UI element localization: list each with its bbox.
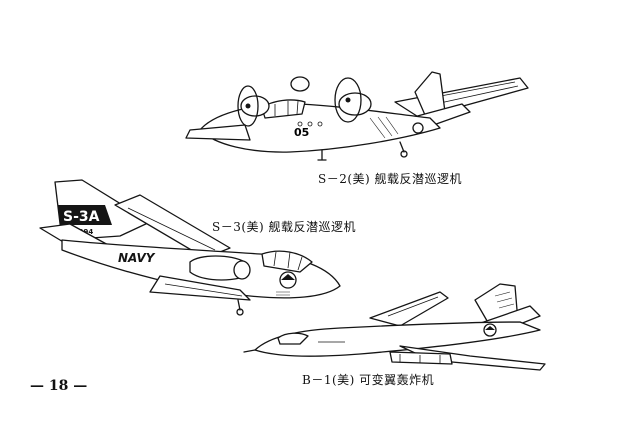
page-number: — 18 — bbox=[30, 378, 88, 394]
s3-tail-marking: S-3A bbox=[63, 209, 100, 225]
s3-fuselage-marking: NAVY bbox=[118, 251, 156, 265]
caption-s3: S－3(美) 舰载反潜巡逻机 bbox=[212, 220, 357, 234]
caption-s2: S－2(美) 舰载反潜巡逻机 bbox=[318, 172, 463, 186]
caption-b1: B－1(美) 可变翼轰炸机 bbox=[302, 373, 435, 387]
s2-nose-number: 05 bbox=[294, 126, 309, 139]
s2-tracker-illustration: 05 bbox=[185, 71, 529, 161]
b1-lancer-illustration bbox=[243, 283, 546, 371]
s3-viking-illustration: S-3A 157994 NAVY bbox=[39, 179, 341, 316]
